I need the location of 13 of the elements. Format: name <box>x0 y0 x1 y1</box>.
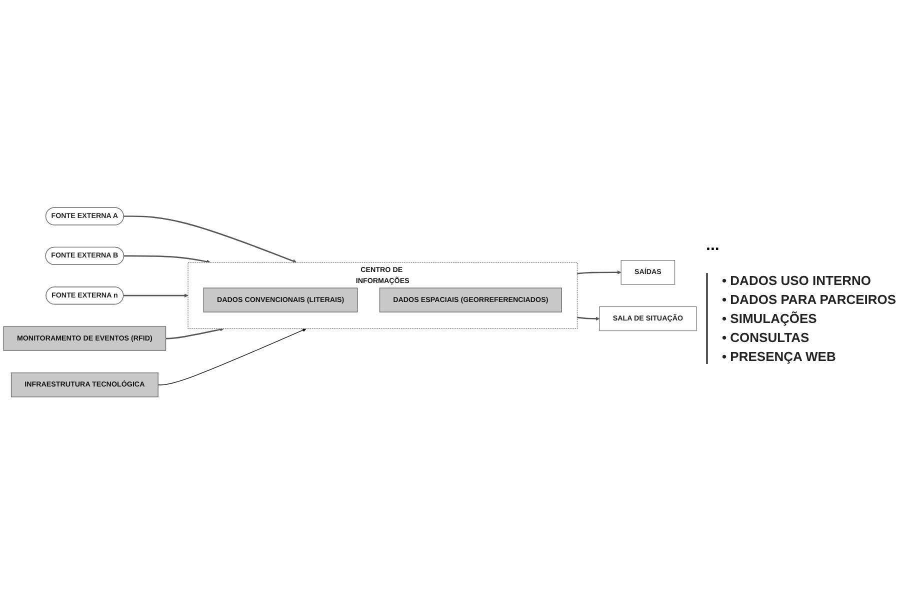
arrow <box>577 270 622 274</box>
output-item: • DADOS PARA PARCEIROS <box>722 292 898 306</box>
output-item: • CONSULTAS <box>722 330 810 344</box>
arrow <box>124 255 211 264</box>
output-item: • SIMULAÇÕES <box>722 310 818 326</box>
output-item: • PRESENÇA WEB <box>722 348 837 364</box>
output-item: • DADOS USO INTERNO <box>722 272 872 288</box>
arrow <box>158 328 306 385</box>
arrow <box>166 327 224 339</box>
ellipsis: ... <box>706 236 720 254</box>
arrow <box>124 215 297 263</box>
arrow <box>123 293 188 298</box>
arrow <box>577 316 600 320</box>
